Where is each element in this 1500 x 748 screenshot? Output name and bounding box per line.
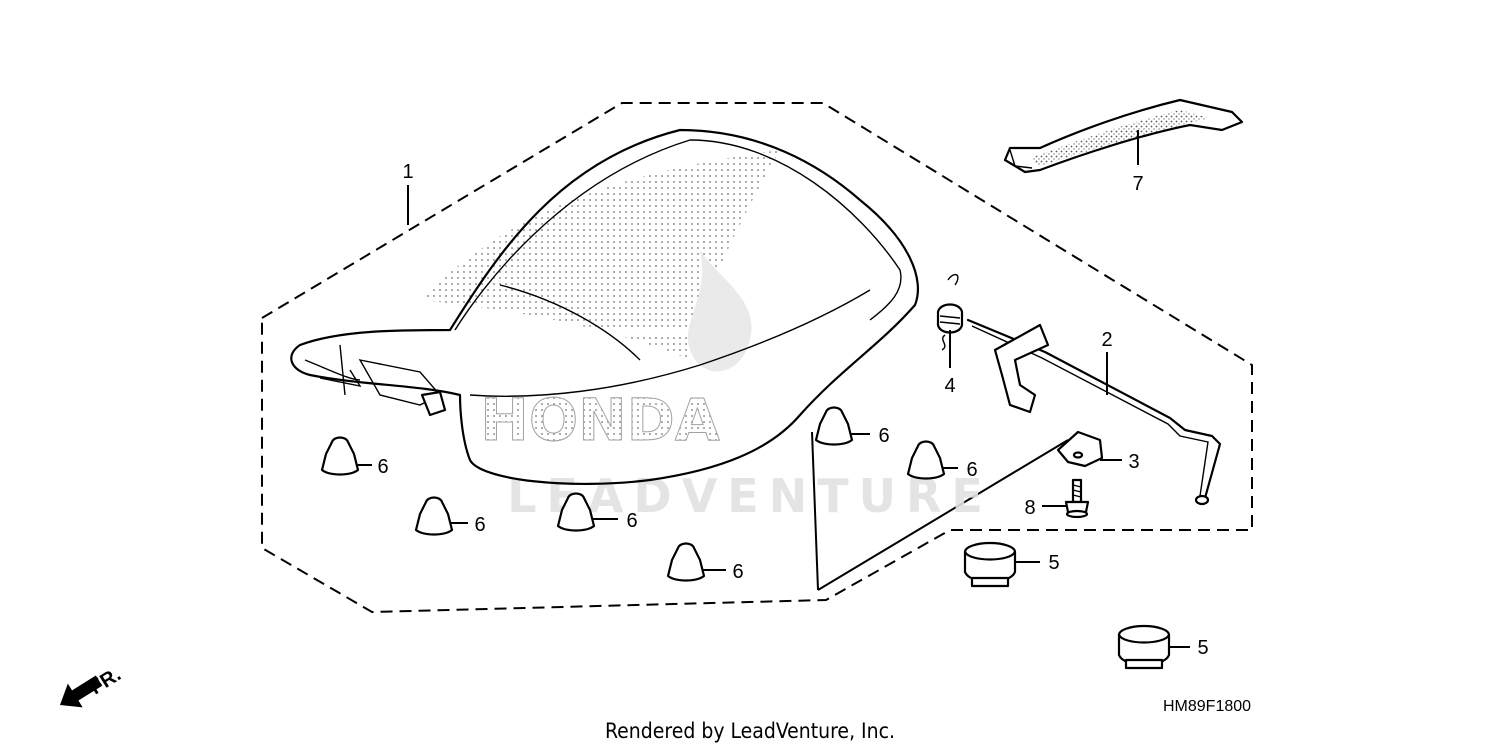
rubber-cushion — [666, 542, 706, 582]
front-marker-label: FR. — [86, 664, 125, 700]
spring — [936, 273, 964, 351]
callout-6a: 6 — [377, 456, 388, 478]
lock-bracket — [1056, 430, 1104, 468]
callout-1: 1 — [402, 161, 413, 183]
seat — [290, 128, 919, 486]
rubber-cushion — [556, 492, 596, 532]
bolt — [1064, 478, 1090, 519]
rubber-cushion — [414, 496, 454, 536]
callout-6e: 6 — [878, 425, 889, 447]
callout-5b: 5 — [1197, 637, 1208, 659]
callout-6c: 6 — [626, 510, 637, 532]
rubber-cushion — [906, 440, 946, 480]
cushion-grommet — [1117, 624, 1171, 670]
callout-4: 4 — [944, 375, 955, 397]
footer-credit: Rendered by LeadVenture, Inc. — [605, 719, 895, 743]
front-arrow-icon — [60, 675, 103, 708]
assembly-guide-line — [811, 431, 819, 591]
assembly-outline — [261, 102, 1253, 614]
honda-wing-logo — [420, 150, 780, 393]
diagram-code: HM89F1800 — [1163, 698, 1251, 715]
watermark: HONDA LEADVENTURE — [420, 150, 983, 523]
callout-7: 7 — [1132, 173, 1143, 195]
hinge-rod — [966, 318, 1222, 506]
callout-8: 8 — [1024, 497, 1035, 519]
callout-6f: 6 — [966, 459, 977, 481]
callout-6d: 6 — [732, 561, 743, 583]
callout-2: 2 — [1101, 329, 1112, 351]
seat-strap — [1003, 98, 1244, 174]
callout-5a: 5 — [1048, 552, 1059, 574]
rubber-cushion — [320, 436, 360, 476]
callout-3: 3 — [1128, 451, 1139, 473]
callout-6b: 6 — [474, 514, 485, 536]
watermark-brand: HONDA — [480, 386, 720, 454]
cushion-grommet — [963, 541, 1017, 588]
rubber-cushion — [814, 406, 854, 446]
assembly-guide-line — [817, 439, 1069, 591]
